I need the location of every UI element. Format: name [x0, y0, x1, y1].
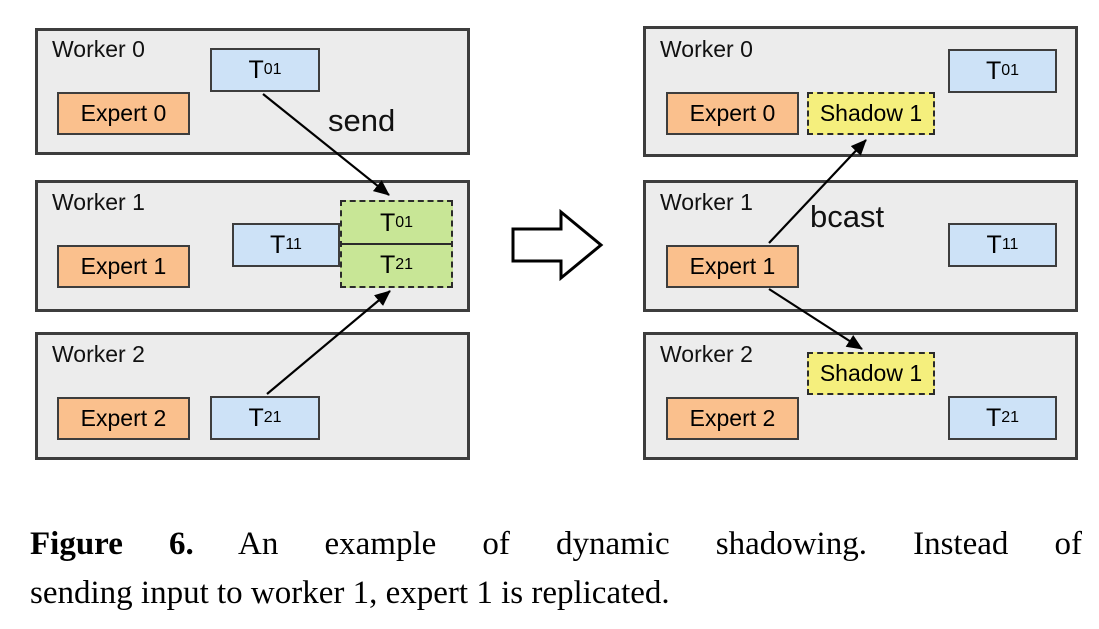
tensor-sub: 11	[1001, 236, 1019, 253]
right-expert0-label: Expert 0	[689, 100, 776, 126]
tensor-base: T	[985, 56, 1002, 85]
right-expert2-label: Expert 2	[689, 405, 776, 431]
tensor-base: T	[248, 55, 264, 84]
tensor-sub: 01	[395, 214, 414, 231]
tensor-sub: 01	[263, 61, 282, 78]
right-worker2-label: Worker 2	[660, 341, 753, 367]
left-worker2-label: Worker 2	[52, 341, 145, 367]
tensor-base: T	[986, 230, 1002, 259]
caption-figure-label: Figure 6.	[30, 526, 194, 562]
right-expert1-label: Expert 1	[689, 253, 776, 279]
right-worker1-label: Worker 1	[660, 189, 753, 215]
bcast-label: bcast	[810, 199, 885, 234]
right-worker0-label: Worker 0	[660, 36, 753, 62]
shadow-label: Shadow 1	[819, 360, 923, 386]
left-expert0-box: Expert 0	[57, 92, 190, 135]
left-expert1-box: Expert 1	[57, 245, 190, 288]
figure-caption: Figure 6. An example of dynamic shadowin…	[30, 520, 1082, 618]
tensor-sub: 11	[285, 236, 302, 253]
tensor-sub: 21	[263, 409, 282, 426]
right-expert1-box: Expert 1	[666, 245, 799, 288]
right-expert2-box: Expert 2	[666, 397, 799, 440]
transition-arrow-icon	[511, 208, 604, 282]
caption-text-2: sending input to worker 1, expert 1 is r…	[30, 574, 670, 611]
right-worker2-shadow-box: Shadow 1	[807, 352, 935, 395]
caption-line-1: Figure 6. An example of dynamic shadowin…	[30, 520, 1082, 569]
left-worker1-label: Worker 1	[52, 189, 145, 215]
tensor-base: T	[270, 230, 286, 259]
caption-line-2: sending input to worker 1, expert 1 is r…	[30, 569, 1082, 618]
left-expert2-label: Expert 2	[80, 405, 167, 431]
tensor-base: T	[379, 208, 396, 237]
left-expert1-label: Expert 1	[80, 253, 167, 279]
right-worker0-shadow-box: Shadow 1	[807, 92, 935, 135]
tensor-base: T	[248, 403, 264, 432]
left-expert2-box: Expert 2	[57, 397, 190, 440]
left-worker0-label: Worker 0	[52, 36, 145, 62]
tensor-base: T	[379, 250, 396, 279]
send-label: send	[328, 103, 396, 138]
left-expert0-label: Expert 0	[80, 100, 167, 126]
replica-divider	[342, 243, 451, 245]
tensor-sub: 21	[1001, 409, 1020, 426]
right-expert0-box: Expert 0	[666, 92, 799, 135]
tensor-sub: 21	[395, 256, 414, 273]
caption-text-1: An example of dynamic shadowing. Instead…	[238, 526, 1082, 562]
tensor-sub: 01	[1001, 62, 1020, 79]
tensor-base: T	[985, 403, 1002, 432]
shadow-label: Shadow 1	[819, 100, 923, 126]
